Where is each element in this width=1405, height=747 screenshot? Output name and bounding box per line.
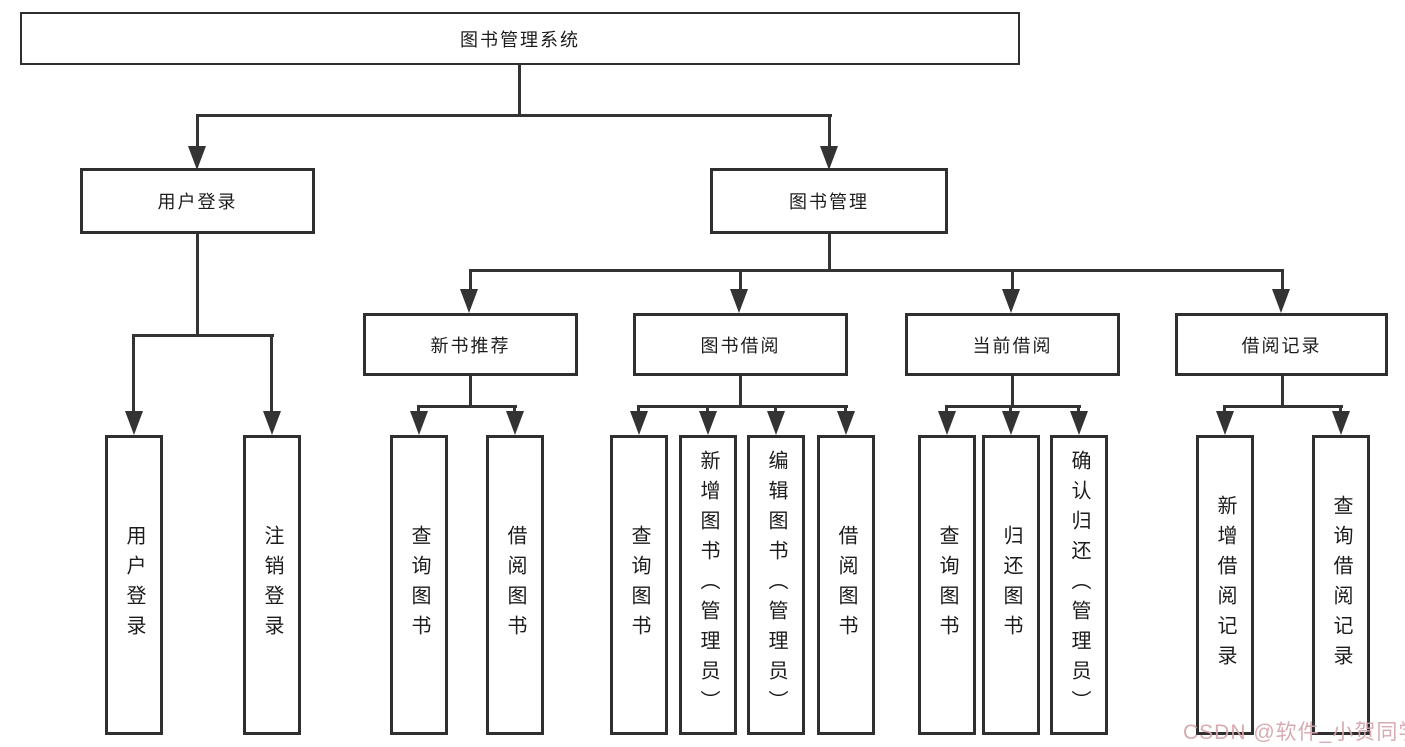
node-book-borrow: 图书借阅 [633, 313, 848, 376]
connector-drop-new-book [469, 269, 472, 292]
arrowhead-icon [410, 411, 428, 435]
node-root-label: 图书管理系统 [460, 29, 580, 50]
node-root: 图书管理系统 [20, 12, 1020, 65]
connector-drop [417, 405, 420, 414]
arrowhead-icon [460, 289, 478, 313]
leaf-label: 用户登录 [123, 525, 145, 645]
arrowhead-icon [1272, 289, 1290, 313]
connector-drop [1339, 405, 1342, 414]
connector-drop [945, 405, 948, 414]
leaf-borrow-books-recommend: 借阅图书 [486, 435, 544, 735]
leaf-label: 借阅图书 [835, 525, 857, 645]
leaf-label: 新增借阅记录 [1214, 495, 1236, 675]
connector-user-login-crossbar [133, 334, 274, 337]
leaf-add-books-admin: 新增图书（管理员） [679, 435, 737, 735]
connector-new-book-stem [469, 376, 472, 408]
connector-drop [706, 405, 709, 414]
node-borrow-records: 借阅记录 [1175, 313, 1388, 376]
connector-drop [1077, 405, 1080, 414]
leaf-label: 新增图书（管理员） [697, 450, 719, 720]
connector-drop-book-borrow [739, 269, 742, 292]
node-current-borrow-label: 当前借阅 [972, 335, 1053, 356]
connector-drop [844, 405, 847, 414]
connector-book-borrow-crossbar [638, 405, 848, 408]
connector-drop [513, 405, 516, 414]
arrowhead-icon [938, 411, 956, 435]
leaf-label: 查询图书 [628, 525, 650, 645]
connector-root-crossbar [196, 114, 832, 117]
connector-drop [1223, 405, 1226, 414]
arrowhead-icon [125, 411, 143, 435]
leaf-label: 查询图书 [408, 525, 430, 645]
arrowhead-icon [506, 411, 524, 435]
connector-new-book-crossbar [418, 405, 517, 408]
connector-root-stem [518, 65, 521, 117]
node-current-borrow: 当前借阅 [905, 313, 1120, 376]
leaf-return-books: 归还图书 [982, 435, 1040, 735]
arrowhead-icon [263, 411, 281, 435]
leaf-query-books-borrow: 查询图书 [610, 435, 668, 735]
node-new-book-recommend: 新书推荐 [363, 313, 578, 376]
connector-drop-book-mgmt [828, 114, 831, 148]
node-user-login-label: 用户登录 [157, 192, 238, 212]
leaf-borrow-books: 借阅图书 [817, 435, 875, 735]
arrowhead-icon [699, 411, 717, 435]
leaf-label: 归还图书 [1000, 525, 1022, 645]
leaf-label: 借阅图书 [504, 525, 526, 645]
connector-book-mgmt-crossbar [469, 269, 1284, 272]
connector-borrow-records-stem [1281, 376, 1284, 408]
connector-book-mgmt-stem [828, 234, 831, 272]
connector-drop [774, 405, 777, 414]
leaf-user-login: 用户登录 [105, 435, 163, 735]
connector-current-borrow-stem [1011, 376, 1014, 408]
arrowhead-icon [1332, 411, 1350, 435]
leaf-label: 查询图书 [936, 525, 958, 645]
csdn-watermark: CSDN @软件_小贺同学 [1183, 721, 1405, 744]
connector-current-borrow-crossbar [946, 405, 1081, 408]
leaf-label: 查询借阅记录 [1330, 495, 1352, 675]
connector-drop [1009, 405, 1012, 414]
connector-drop-leaf-login [132, 334, 135, 413]
connector-book-borrow-stem [739, 376, 742, 408]
node-book-management: 图书管理 [710, 168, 948, 234]
arrowhead-icon [630, 411, 648, 435]
arrowhead-icon [837, 411, 855, 435]
node-book-borrow-label: 图书借阅 [700, 335, 781, 356]
leaf-label: 编辑图书（管理员） [765, 450, 787, 720]
connector-drop [637, 405, 640, 414]
leaf-query-books-current: 查询图书 [918, 435, 976, 735]
leaf-label: 注销登录 [261, 525, 283, 645]
arrowhead-icon [820, 146, 838, 170]
connector-drop-leaf-logout [270, 334, 273, 413]
connector-drop-current-borrow [1011, 269, 1014, 292]
arrowhead-icon [1216, 411, 1234, 435]
node-user-login: 用户登录 [80, 168, 315, 234]
leaf-add-borrow-record: 新增借阅记录 [1196, 435, 1254, 735]
leaf-edit-books-admin: 编辑图书（管理员） [747, 435, 805, 735]
arrowhead-icon [1002, 289, 1020, 313]
arrowhead-icon [1070, 411, 1088, 435]
connector-borrow-records-crossbar [1224, 405, 1343, 408]
leaf-confirm-return-admin: 确认归还（管理员） [1050, 435, 1108, 735]
node-book-management-label: 图书管理 [789, 192, 869, 212]
arrowhead-icon [767, 411, 785, 435]
leaf-label: 确认归还（管理员） [1068, 450, 1090, 720]
leaf-query-borrow-record: 查询借阅记录 [1312, 435, 1370, 735]
leaf-logout: 注销登录 [243, 435, 301, 735]
connector-drop-borrow-records [1281, 269, 1284, 292]
leaf-query-books-recommend: 查询图书 [390, 435, 448, 735]
connector-drop-user-login [196, 114, 199, 148]
arrowhead-icon [1002, 411, 1020, 435]
node-borrow-records-label: 借阅记录 [1241, 335, 1322, 356]
arrowhead-icon [730, 289, 748, 313]
node-new-book-recommend-label: 新书推荐 [430, 335, 511, 356]
connector-user-login-stem [196, 234, 199, 337]
arrowhead-icon [188, 146, 206, 170]
